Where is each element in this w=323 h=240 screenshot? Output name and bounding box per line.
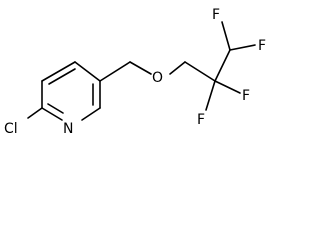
bond-cf2-chf2 <box>214 49 231 82</box>
bond-n-c2 <box>41 107 63 121</box>
bond-n-c2-inner <box>47 103 64 114</box>
atom-nitrogen: N <box>63 121 73 137</box>
molecule-diagram: Cl N O F F F F <box>4 7 266 137</box>
structure-canvas: Cl N O F F F F <box>4 7 266 137</box>
bond-chf2-f-top <box>221 21 231 51</box>
atom-fluorine-bottom-right: F <box>242 88 250 104</box>
bond-c2-cl <box>27 107 43 119</box>
atom-fluorine-top: F <box>212 7 220 23</box>
bond-chf2-f-right <box>229 44 256 51</box>
bond-cf2-f-right <box>214 80 241 94</box>
bond-ch2-cf2 <box>184 61 216 82</box>
bond-c4-c5 <box>74 61 101 82</box>
atom-oxygen: O <box>152 70 163 86</box>
bond-ch2-o <box>129 61 152 75</box>
bond-c6-n <box>81 107 101 121</box>
atom-fluorine-bottom-left: F <box>197 112 205 128</box>
bond-o-ch2 <box>169 61 186 75</box>
bond-c5-ch2 <box>99 61 131 82</box>
atom-chlorine: Cl <box>4 121 18 137</box>
bond-c3-c4-inner <box>48 68 76 85</box>
atom-fluorine-right: F <box>258 38 266 54</box>
bond-cf2-f-left <box>205 80 216 111</box>
bond-c3-c4 <box>41 61 76 82</box>
